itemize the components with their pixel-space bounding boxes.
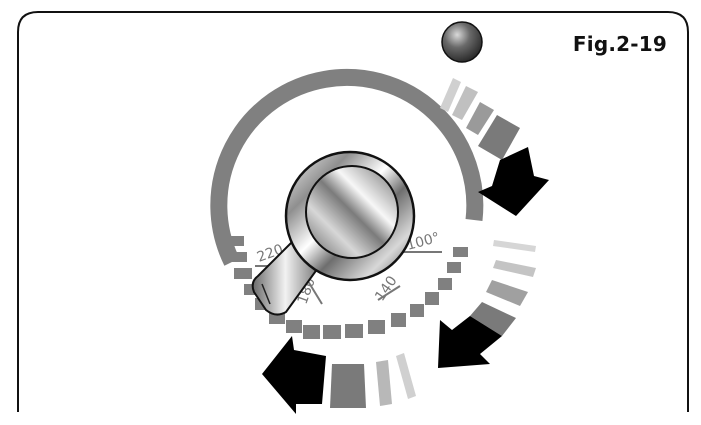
figure-label: Fig.2-19: [573, 32, 667, 56]
rotation-arrow-bottom: [262, 336, 326, 414]
indicator-light: [442, 22, 482, 62]
rotation-arrow-upper: [478, 147, 549, 216]
rotation-segments-bottom: [330, 353, 416, 408]
rotation-segments-right: [470, 240, 536, 336]
temperature-knob[interactable]: [286, 152, 414, 280]
zero-label: 0: [346, 101, 356, 117]
